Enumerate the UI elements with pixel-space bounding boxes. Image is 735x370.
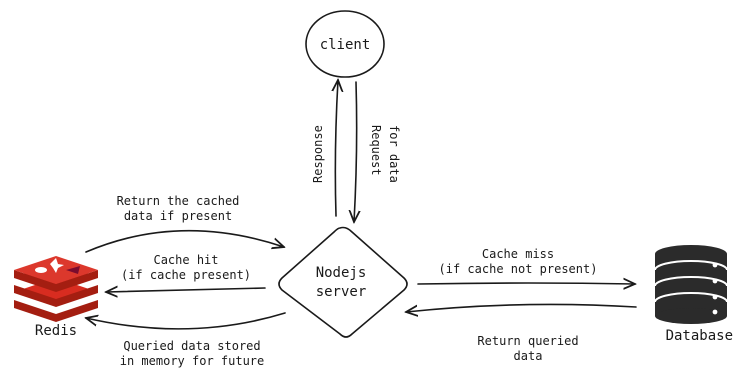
return-queried-arrow — [406, 303, 637, 312]
server-diamond — [278, 226, 408, 338]
cache-miss-label-line1: Cache miss — [482, 247, 554, 261]
client-circle — [305, 10, 385, 78]
return-cached-arrow — [85, 229, 284, 253]
cache-hit-label-line1: Cache hit — [153, 253, 218, 267]
database-label: Database — [666, 328, 733, 344]
server-label-line2: server — [316, 284, 367, 300]
server-node: Nodejs server — [278, 226, 408, 338]
client-label: client — [320, 37, 371, 53]
return-cached-label-line1: Return the cached — [117, 194, 240, 208]
return-queried-label-line1: Return queried — [477, 334, 578, 348]
database-cylinder-icon: Database — [654, 245, 733, 344]
request-label-line2: for data — [387, 125, 401, 183]
cache-hit-label-line2: (if cache present) — [121, 268, 251, 282]
cache-miss-label-line2: (if cache not present) — [439, 262, 598, 276]
queried-stored-arrow — [86, 312, 286, 330]
redis-label: Redis — [35, 323, 77, 339]
cache-hit-arrow — [106, 288, 266, 292]
redis-logo-icon: Redis — [14, 256, 98, 339]
return-queried-label-line2: data — [514, 349, 543, 363]
response-label: Response — [311, 125, 325, 183]
queried-stored-label-line1: Queried data stored — [123, 339, 260, 353]
response-arrow — [335, 80, 338, 217]
server-label-line1: Nodejs — [316, 265, 367, 281]
return-cached-label-line2: data if present — [124, 209, 232, 223]
cache-miss-arrow — [417, 283, 635, 284]
queried-stored-label-line2: in memory for future — [120, 354, 265, 368]
request-label-line1: Request — [369, 125, 383, 176]
request-arrow — [354, 81, 357, 222]
client-node: client — [305, 10, 385, 78]
